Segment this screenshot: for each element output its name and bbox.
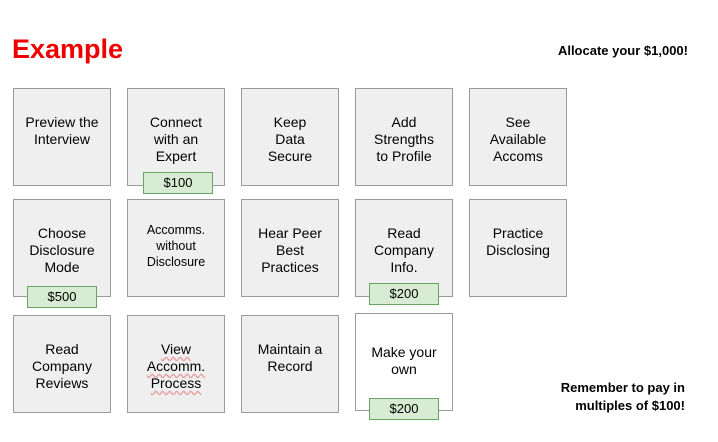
card-label: Preview the Interview xyxy=(25,114,99,147)
card-label: Read Company Reviews xyxy=(32,341,92,391)
card-label: Maintain a Record xyxy=(257,341,323,374)
card-read-company-reviews[interactable]: Read Company Reviews xyxy=(13,315,111,413)
card-make-your-own[interactable]: Make your own xyxy=(355,313,453,411)
allocate-instruction: Allocate your $1,000! xyxy=(557,43,688,58)
card-read-company-info[interactable]: Read Company Info. xyxy=(355,199,453,297)
card-label: Accomms. without Disclosure xyxy=(146,223,206,269)
card-label: View Accomm. Process xyxy=(146,341,206,391)
card-add-strengths[interactable]: Add Strengths to Profile xyxy=(355,88,453,186)
card-connect-expert[interactable]: Connect with an Expert xyxy=(127,88,225,186)
card-label: Keep Data Secure xyxy=(267,114,313,164)
card-see-accoms[interactable]: See Available Accoms xyxy=(469,88,567,186)
card-hear-peer-practices[interactable]: Hear Peer Best Practices xyxy=(241,199,339,297)
card-label: See Available Accoms xyxy=(489,114,547,164)
money-chip[interactable]: $200 xyxy=(369,398,439,420)
card-keep-data-secure[interactable]: Keep Data Secure xyxy=(241,88,339,186)
card-label: Practice Disclosing xyxy=(486,225,550,258)
card-label: Hear Peer Best Practices xyxy=(258,225,322,275)
card-label: Choose Disclosure Mode xyxy=(29,225,95,275)
card-label: Make your own xyxy=(371,344,437,377)
card-label: Connect with an Expert xyxy=(149,114,203,164)
card-view-accomm-process[interactable]: View Accomm. Process xyxy=(127,315,225,413)
money-chip[interactable]: $100 xyxy=(143,172,213,194)
page-title: Example xyxy=(12,34,124,64)
card-practice-disclosing[interactable]: Practice Disclosing xyxy=(469,199,567,297)
money-chip[interactable]: $500 xyxy=(27,286,97,308)
card-maintain-record[interactable]: Maintain a Record xyxy=(241,315,339,413)
payment-reminder: Remember to pay in multiples of $100! xyxy=(560,380,685,413)
card-label: Add Strengths to Profile xyxy=(374,114,434,164)
card-choose-disclosure-mode[interactable]: Choose Disclosure Mode xyxy=(13,199,111,297)
money-chip[interactable]: $200 xyxy=(369,283,439,305)
card-preview-interview[interactable]: Preview the Interview xyxy=(13,88,111,186)
card-label: Read Company Info. xyxy=(374,225,434,275)
card-accomms-without-disclosure[interactable]: Accomms. without Disclosure xyxy=(127,199,225,297)
